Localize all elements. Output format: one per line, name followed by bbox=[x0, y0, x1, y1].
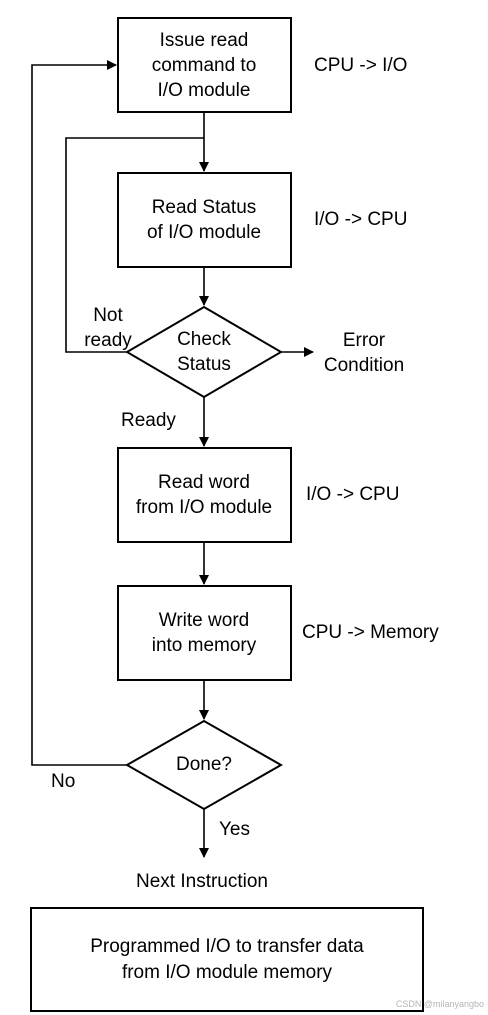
edge-label-not-ready: Not ready bbox=[84, 303, 132, 353]
write-word-line-1: Write word bbox=[158, 610, 250, 631]
issue-command-label: Issue read command to I/O module bbox=[152, 28, 257, 103]
read-word-line-2: from I/O module bbox=[135, 497, 273, 518]
error-line-1: Error bbox=[342, 330, 386, 351]
caption-box: Programmed I/O to transfer data from I/O… bbox=[30, 907, 424, 1012]
check-status-label: Check Status bbox=[177, 327, 231, 377]
read-word-line-1: Read word bbox=[158, 472, 250, 493]
read-status-line-2: of I/O module bbox=[146, 222, 262, 243]
read-word-label: Read word from I/O module bbox=[136, 470, 272, 520]
error-line-2: Condition bbox=[323, 355, 405, 376]
issue-line-2: command to bbox=[151, 55, 257, 76]
check-line-1: Check bbox=[177, 329, 231, 350]
edge-label-no: No bbox=[51, 771, 76, 792]
write-word-line-2: into memory bbox=[151, 635, 257, 656]
read-status-label: Read Status of I/O module bbox=[147, 195, 261, 245]
caption-line-2: from I/O module memory bbox=[121, 961, 333, 983]
caption-line-1: Programmed I/O to transfer data bbox=[90, 935, 364, 957]
annotation-read-status: I/O -> CPU bbox=[314, 209, 408, 230]
error-condition-label: Error Condition bbox=[324, 328, 404, 378]
done-line-1: Done? bbox=[176, 754, 232, 775]
edge-label-yes: Yes bbox=[219, 819, 250, 840]
write-word-label: Write word into memory bbox=[152, 608, 257, 658]
check-line-2: Status bbox=[177, 354, 231, 375]
annotation-write-word: CPU -> Memory bbox=[302, 622, 439, 643]
read-status-line-1: Read Status bbox=[151, 197, 257, 218]
annotation-read-word: I/O -> CPU bbox=[306, 484, 400, 505]
done-label: Done? bbox=[176, 752, 232, 777]
issue-line-3: I/O module bbox=[157, 80, 251, 101]
issue-line-1: Issue read bbox=[159, 30, 249, 51]
annotation-issue: CPU -> I/O bbox=[314, 55, 408, 76]
not-ready-line-1: Not bbox=[93, 305, 123, 326]
loop-not-ready bbox=[65, 137, 204, 353]
watermark: CSDN @milanyangbo bbox=[395, 999, 484, 1009]
next-instruction-label: Next Instruction bbox=[136, 871, 268, 892]
not-ready-line-2: ready bbox=[84, 330, 132, 351]
loop-no bbox=[31, 60, 127, 766]
edge-label-ready: Ready bbox=[121, 410, 176, 431]
